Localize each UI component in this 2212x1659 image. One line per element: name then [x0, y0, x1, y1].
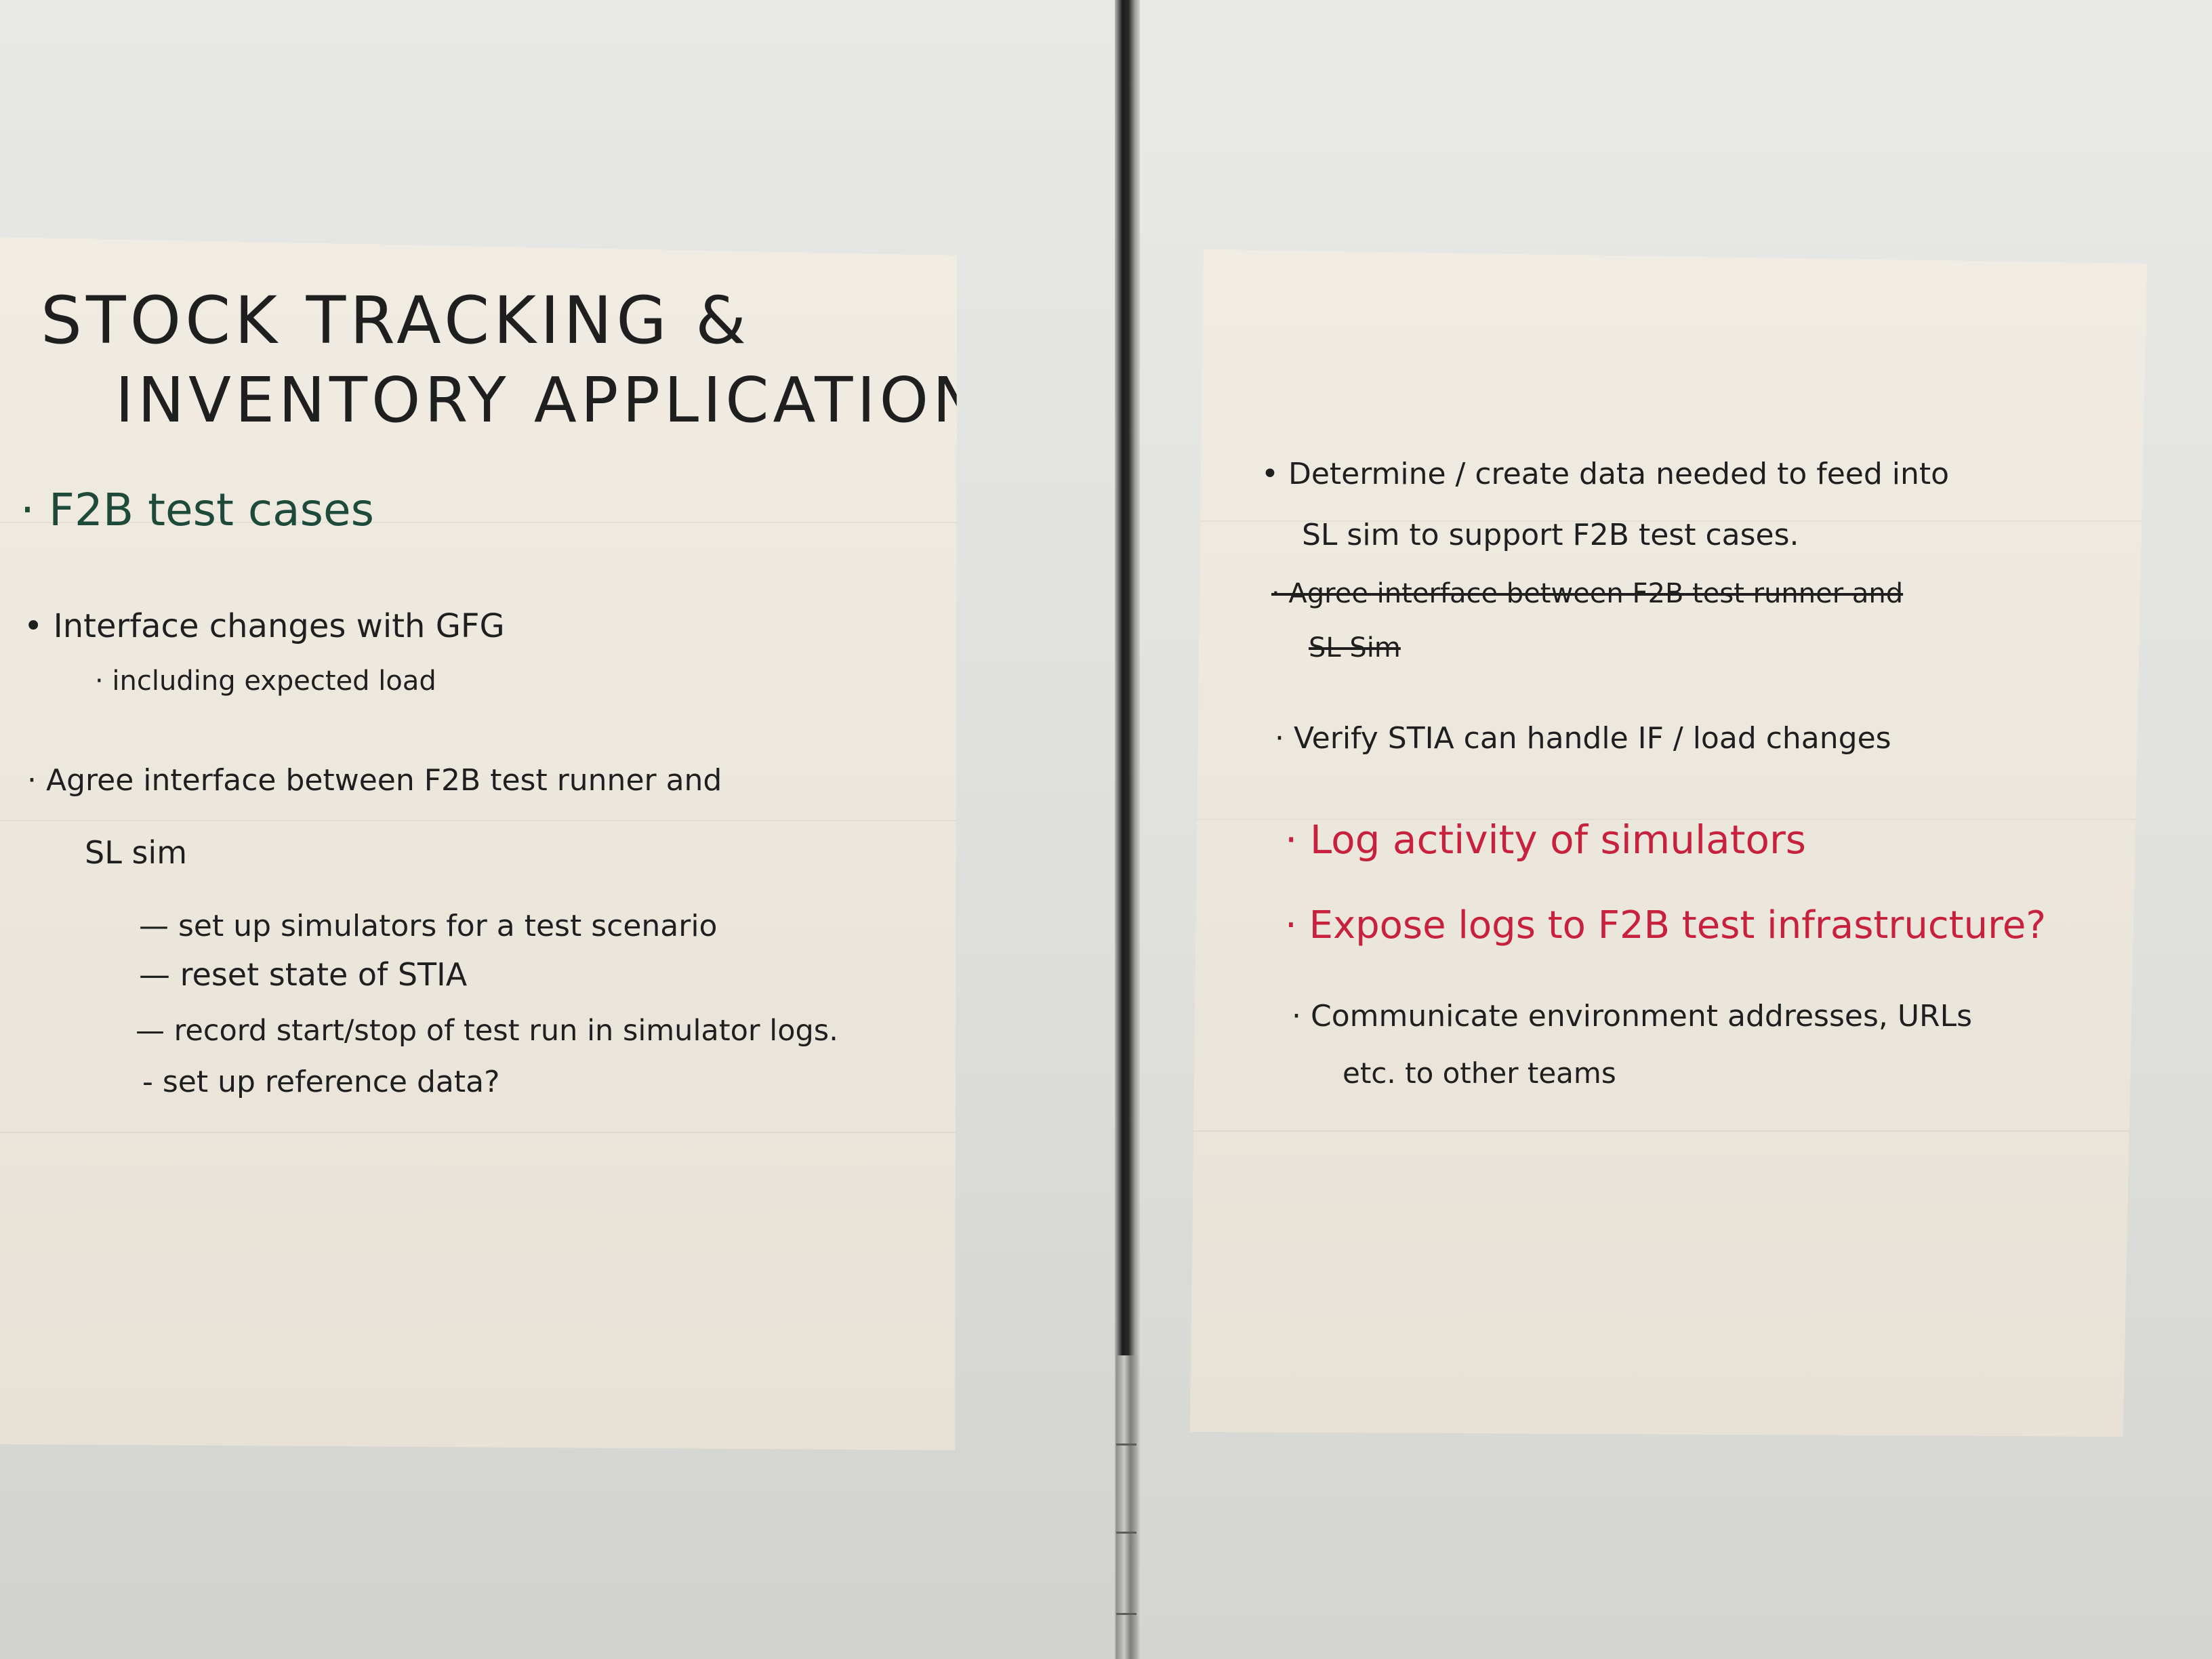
- note-item: • Interface changes with GFG: [24, 607, 505, 645]
- sheet-title-line1: STOCK TRACKING &: [41, 283, 750, 359]
- note-item: · Agree interface between F2B test runne…: [27, 763, 722, 798]
- sheet-title-line2: INVENTORY APPLICATION: [115, 364, 983, 436]
- flipchart-sheet-right: • Determine / create data needed to feed…: [1190, 249, 2147, 1437]
- note-item: · Verify STIA can handle IF / load chang…: [1275, 721, 1891, 756]
- note-subitem: — reset state of STIA: [139, 956, 468, 993]
- note-subitem: - set up reference data?: [142, 1065, 500, 1099]
- note-item-struck: · Agree interface between F2B test runne…: [1271, 578, 1904, 609]
- note-item: • Determine / create data needed to feed…: [1261, 457, 1950, 491]
- note-item-continued: SL sim to support F2B test cases.: [1302, 518, 1799, 552]
- hinge-joint: [1116, 1613, 1136, 1615]
- flipchart-sheet-left: STOCK TRACKING & INVENTORY APPLICATION ·…: [0, 237, 957, 1450]
- door-hinge: [1116, 1355, 1136, 1659]
- note-subitem: — set up simulators for a test scenario: [139, 909, 718, 943]
- note-item-red: · Expose logs to F2B test infrastructure…: [1285, 903, 2047, 947]
- note-item: · F2B test cases: [20, 484, 375, 536]
- note-subitem: · including expected load: [95, 665, 436, 697]
- note-item-continued: etc. to other teams: [1343, 1057, 1616, 1090]
- note-item-struck-continued: SL Sim: [1309, 632, 1401, 663]
- note-item-continued: SL sim: [85, 834, 188, 871]
- hinge-joint: [1116, 1532, 1136, 1534]
- note-item: · Communicate environment addresses, URL…: [1292, 999, 1973, 1033]
- note-item-red: · Log activity of simulators: [1285, 817, 1807, 863]
- note-subitem: — record start/stop of test run in simul…: [136, 1014, 838, 1048]
- hinge-joint: [1116, 1443, 1136, 1446]
